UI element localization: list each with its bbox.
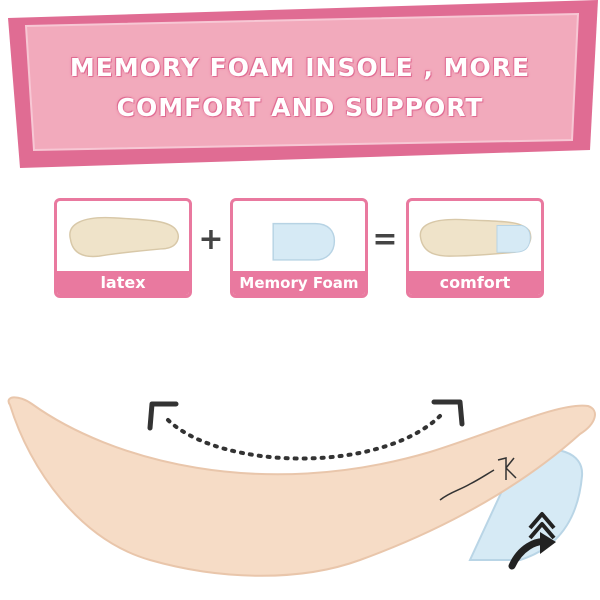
title-banner: MEMORY FOAM INSOLE , MORE COMFORT AND SU… — [0, 0, 600, 175]
memory-foam-card: Memory Foam — [230, 198, 368, 298]
flex-arc-dotted — [166, 414, 442, 461]
banner-title-line1: MEMORY FOAM INSOLE , MORE — [69, 53, 531, 82]
equals-sign: = — [372, 222, 398, 257]
brand-signature — [439, 469, 495, 501]
memory-foam-image — [272, 222, 336, 261]
comfort-card: comfort — [406, 198, 544, 298]
insole-body — [7, 396, 596, 577]
latex-insole-image — [69, 216, 179, 258]
curved-arrow-icon — [147, 401, 179, 431]
latex-label: latex — [57, 271, 189, 295]
bent-insole-illustration — [7, 396, 596, 577]
banner-title-line2: COMFORT AND SUPPORT — [116, 93, 484, 122]
banner-title: MEMORY FOAM INSOLE , MORE COMFORT AND SU… — [60, 48, 540, 128]
plus-sign: + — [198, 222, 224, 257]
curved-arrow-icon-right — [431, 399, 465, 427]
comfort-label: comfort — [409, 271, 541, 295]
memory-foam-label: Memory Foam — [233, 271, 365, 295]
brand-logo-mark — [497, 457, 517, 480]
double-chevron-up-icon — [528, 512, 556, 540]
comfort-insole-image — [419, 218, 532, 257]
latex-card: latex — [54, 198, 192, 298]
curved-arrow-up-icon — [508, 532, 556, 570]
banner-shape — [8, 0, 598, 168]
